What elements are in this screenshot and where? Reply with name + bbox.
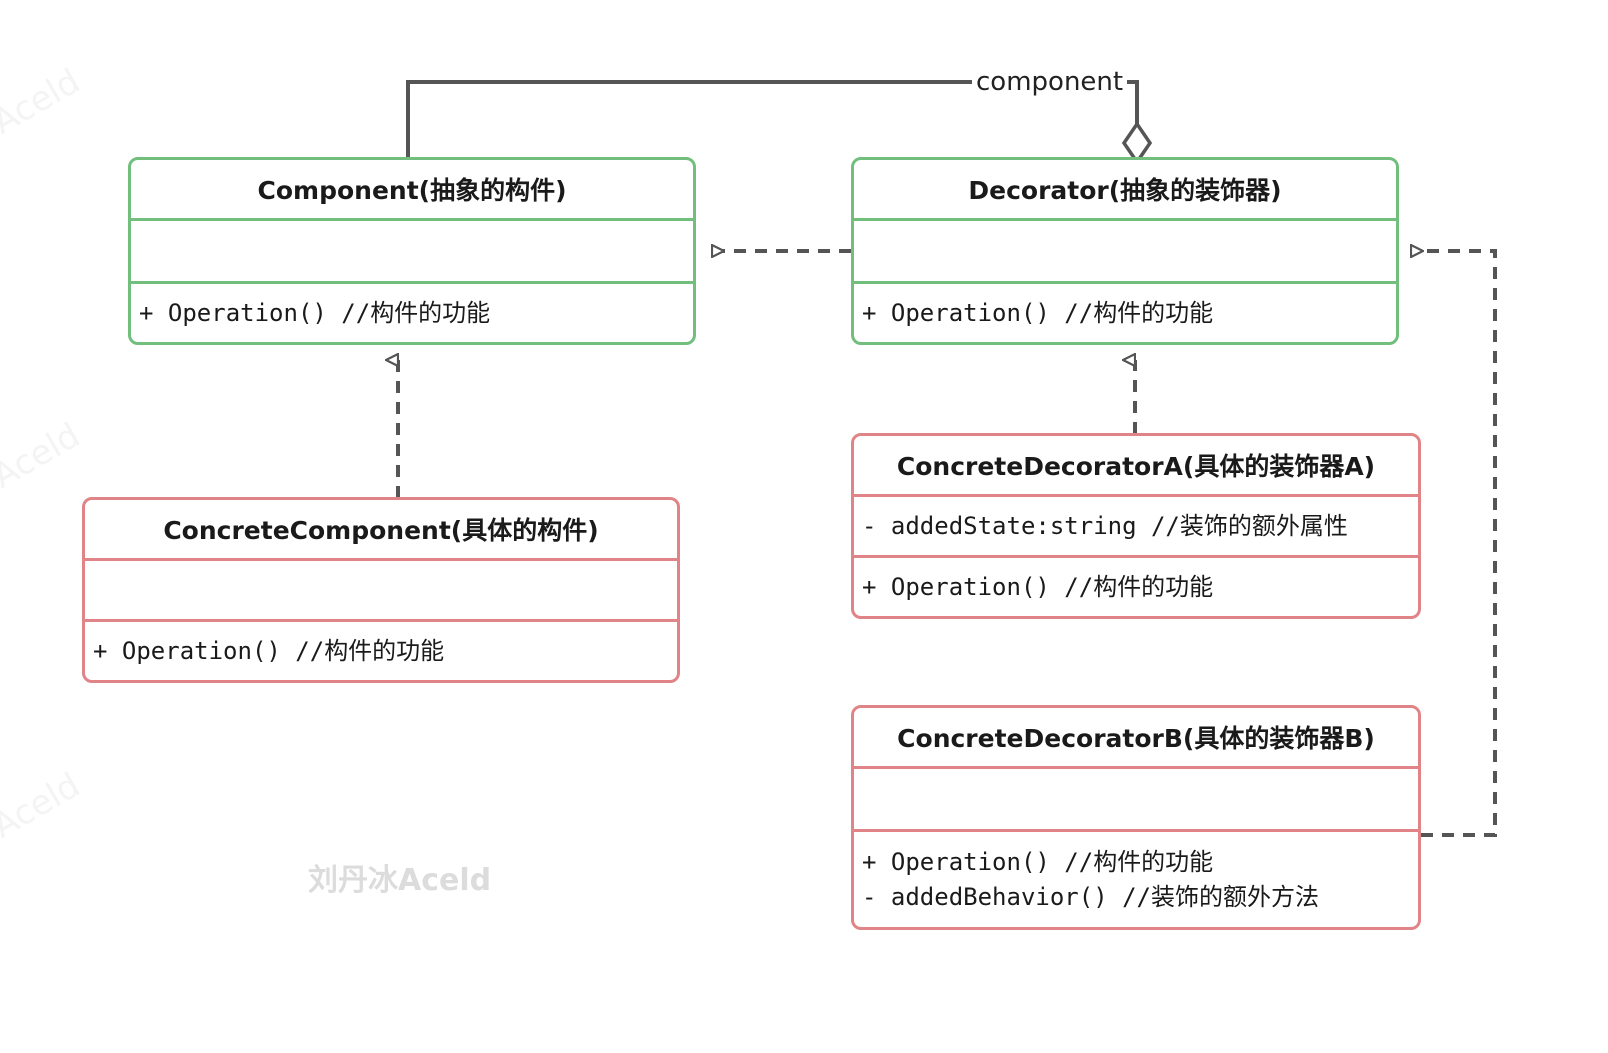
- class-separator: [131, 281, 693, 284]
- attributes-compartment-concrete-decorator-a: - addedState:string //装饰的额外属性: [854, 497, 1418, 555]
- realization-concretedecoratorb-decorator: [1411, 251, 1497, 837]
- operations-compartment-component: + Operation() //构件的功能: [131, 284, 693, 342]
- attribute-row: - addedState:string //装饰的额外属性: [862, 511, 1348, 540]
- class-separator: [854, 494, 1418, 497]
- attributes-compartment-component: [131, 221, 693, 281]
- operation-row: + Operation() //构件的功能: [862, 572, 1214, 601]
- watermark-edge-middle: Aceld: [0, 415, 87, 497]
- class-title-concrete-decorator-b: ConcreteDecoratorB(具体的装饰器B): [897, 724, 1375, 753]
- operation-row: + Operation() //构件的功能: [862, 847, 1214, 876]
- attributes-compartment-concrete-decorator-b: [854, 769, 1418, 829]
- association-label-component: component: [972, 67, 1128, 97]
- attributes-compartment-concrete-component: [85, 561, 677, 619]
- class-title-concrete-decorator-a: ConcreteDecoratorA(具体的装饰器A): [896, 452, 1376, 481]
- class-title-component: Component(抽象的构件): [257, 176, 567, 205]
- operations-compartment-concrete-decorator-b: + Operation() //构件的功能 - addedBehavior() …: [854, 832, 1418, 927]
- attributes-compartment-decorator: [854, 221, 1396, 281]
- operation-row: - addedBehavior() //装饰的额外方法: [862, 882, 1319, 911]
- class-box-concrete-decorator-b[interactable]: ConcreteDecoratorB(具体的装饰器B) + Operation(…: [851, 705, 1421, 930]
- class-separator: [85, 558, 677, 561]
- operation-row: + Operation() //构件的功能: [139, 298, 491, 327]
- class-separator: [854, 555, 1418, 558]
- attribute-row-empty: [854, 221, 1396, 281]
- class-separator: [131, 218, 693, 221]
- watermark-edge-bottom: Aceld: [0, 765, 87, 847]
- class-box-component[interactable]: Component(抽象的构件) + Operation() //构件的功能: [128, 157, 696, 345]
- class-separator: [854, 766, 1418, 769]
- class-title-decorator: Decorator(抽象的装饰器): [968, 176, 1282, 205]
- class-separator: [854, 218, 1396, 221]
- attribute-row-empty: [854, 769, 1418, 829]
- attribute-row-empty: [85, 561, 677, 619]
- watermark-edge-top: Aceld: [0, 61, 87, 143]
- class-separator: [854, 281, 1396, 284]
- operations-compartment-decorator: + Operation() //构件的功能: [854, 284, 1396, 342]
- class-separator: [854, 829, 1418, 832]
- class-box-concrete-component[interactable]: ConcreteComponent(具体的构件) + Operation() /…: [82, 497, 680, 683]
- class-title-concrete-component: ConcreteComponent(具体的构件): [163, 516, 599, 545]
- watermark-center: 刘丹冰Aceld: [308, 863, 492, 898]
- class-box-concrete-decorator-a[interactable]: ConcreteDecoratorA(具体的装饰器A) - addedState…: [851, 433, 1421, 619]
- operations-compartment-concrete-decorator-a: + Operation() //构件的功能: [854, 558, 1418, 616]
- operations-compartment-concrete-component: + Operation() //构件的功能: [85, 622, 677, 680]
- attribute-row-empty: [131, 221, 693, 281]
- operation-row: + Operation() //构件的功能: [862, 298, 1214, 327]
- operation-row: + Operation() //构件的功能: [93, 636, 445, 665]
- class-separator: [85, 619, 677, 622]
- class-box-decorator[interactable]: Decorator(抽象的装饰器) + Operation() //构件的功能: [851, 157, 1399, 345]
